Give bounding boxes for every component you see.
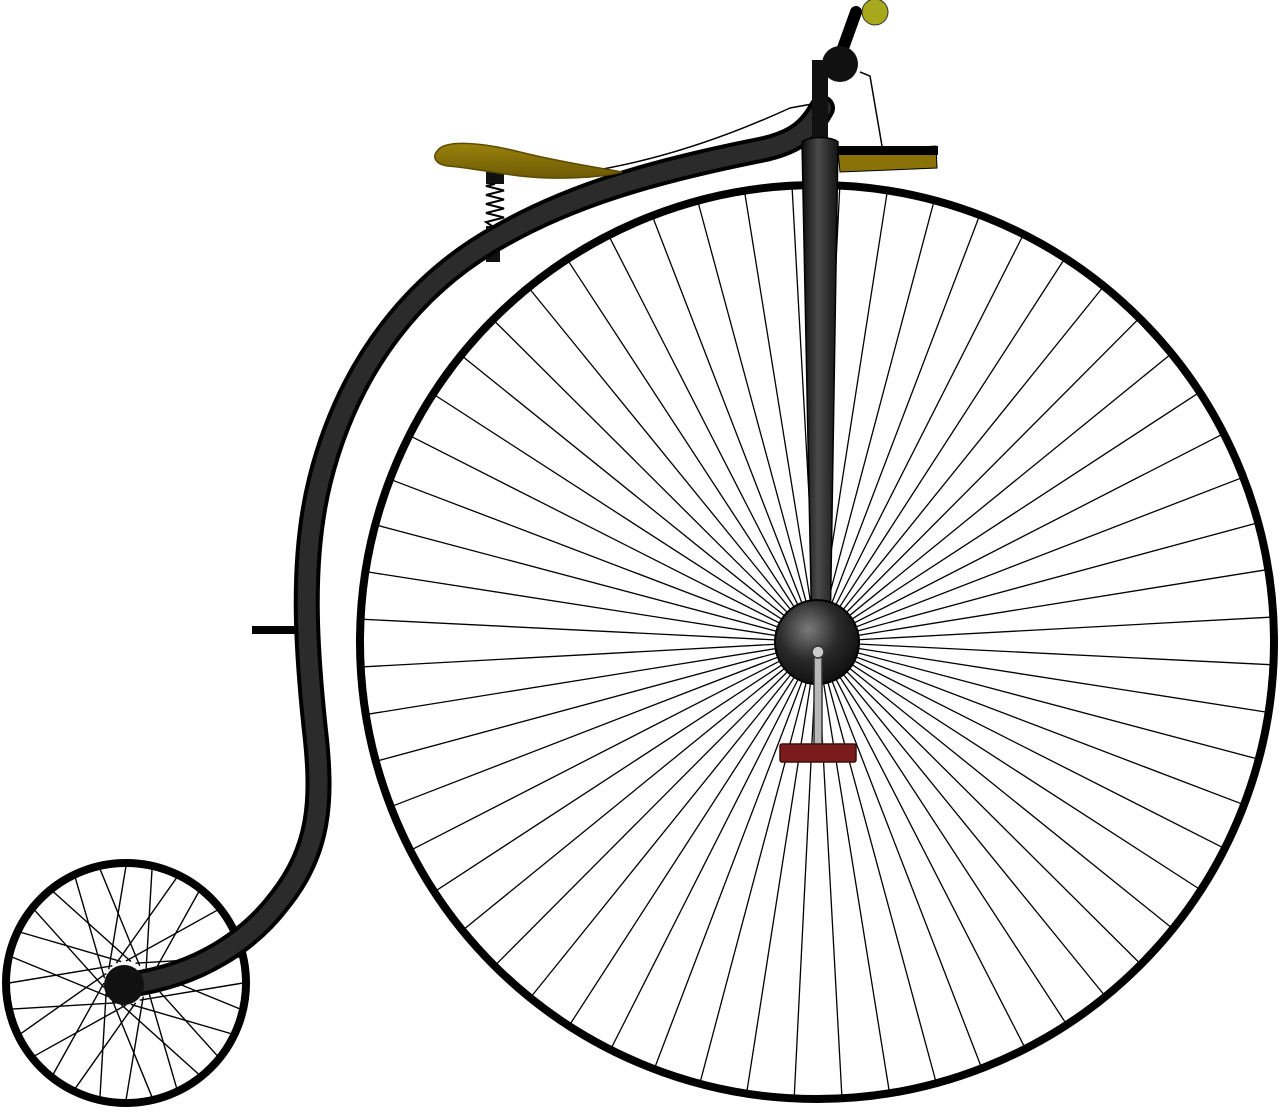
- front-spoke: [378, 649, 789, 762]
- front-spoke: [829, 236, 1023, 616]
- front-spoke: [744, 193, 813, 613]
- front-spoke: [531, 664, 799, 996]
- rear-wheel-rim: [2, 859, 250, 1107]
- rear-hub: [104, 965, 144, 1005]
- frame-backbone-fill: [119, 99, 831, 994]
- rear-spoke: [130, 1003, 232, 1035]
- brake-cable: [584, 103, 813, 173]
- front-spoke: [824, 670, 937, 1081]
- front-spoke: [837, 319, 1138, 622]
- rear-spoke: [34, 909, 106, 989]
- rear-spoke: [120, 1003, 200, 1075]
- front-spoke: [697, 203, 810, 614]
- brake-lever-cap: [838, 146, 938, 155]
- rear-spoke: [8, 965, 113, 984]
- front-spoke: [844, 477, 1241, 632]
- rear-spoke: [108, 865, 127, 970]
- front-spoke: [846, 616, 1271, 642]
- front-spoke: [839, 354, 1170, 624]
- front-spoke: [846, 642, 1271, 666]
- front-spoke: [494, 321, 797, 622]
- front-spoke: [363, 618, 788, 642]
- front-spoke: [827, 669, 982, 1066]
- rear-spoke: [20, 972, 107, 1035]
- front-spoke: [609, 237, 804, 616]
- handlebar-knob: [822, 46, 858, 82]
- front-spoke: [570, 666, 802, 1024]
- front-spoke: [843, 434, 1222, 629]
- front-spoke: [843, 654, 1223, 848]
- front-spoke: [652, 218, 807, 615]
- handle-grip: [861, 0, 889, 26]
- rear-spoke: [145, 868, 153, 974]
- front-spoke: [793, 671, 817, 1096]
- front-spoke: [835, 288, 1103, 620]
- rear-spoke: [99, 868, 141, 967]
- front-spoke: [392, 479, 790, 632]
- front-spoke: [820, 193, 888, 613]
- front-spoke: [378, 524, 789, 635]
- front-spoke: [746, 671, 814, 1091]
- rear-spoke: [139, 982, 244, 1001]
- front-spoke: [846, 569, 1266, 638]
- front-spoke: [463, 356, 795, 624]
- front-spoke: [368, 646, 788, 715]
- front-spoke: [435, 395, 793, 627]
- front-spoke: [845, 649, 1256, 760]
- front-spoke: [837, 662, 1140, 963]
- front-spoke: [824, 203, 935, 614]
- rear-spoke: [115, 877, 178, 964]
- front-spoke: [821, 671, 890, 1091]
- front-wheel-spokes: [363, 188, 1271, 1096]
- rear-spoke: [74, 1002, 137, 1089]
- front-spoke: [496, 662, 797, 965]
- front-spoke: [832, 260, 1064, 618]
- rear-spoke: [52, 891, 132, 963]
- rear-spoke: [99, 992, 107, 1098]
- rear-spoke: [52, 982, 105, 1075]
- front-spoke: [568, 261, 802, 618]
- front-spoke: [529, 289, 799, 620]
- rear-spoke: [20, 931, 122, 963]
- front-spoke: [464, 660, 795, 930]
- front-spoke: [611, 668, 805, 1048]
- front-spoke: [412, 655, 791, 850]
- pedal: [779, 743, 857, 763]
- rear-spoke: [11, 956, 110, 998]
- front-spoke: [841, 393, 1198, 627]
- crank-arm: [813, 649, 823, 755]
- head-tube: [812, 60, 828, 140]
- rear-spoke: [146, 987, 178, 1089]
- front-spoke: [368, 571, 788, 639]
- front-spoke: [699, 670, 810, 1081]
- rear-spoke: [111, 999, 153, 1098]
- front-spoke: [363, 642, 788, 668]
- front-spoke: [835, 664, 1105, 995]
- rear-spoke: [125, 909, 218, 962]
- front-spoke: [839, 660, 1171, 928]
- crank-pivot: [811, 645, 825, 659]
- front-spoke: [827, 217, 980, 615]
- front-spoke: [830, 668, 1025, 1047]
- front-spoke: [845, 522, 1256, 635]
- front-spoke: [393, 652, 790, 807]
- front-spoke: [436, 657, 793, 891]
- rear-spoke: [34, 1004, 127, 1057]
- rear-spoke: [11, 1002, 117, 1010]
- brake-cable-upper: [859, 71, 883, 147]
- frame-backbone: [115, 95, 835, 998]
- front-spoke: [846, 645, 1266, 713]
- saddle: [434, 142, 623, 179]
- rear-spoke: [125, 996, 144, 1101]
- front-spoke: [654, 669, 807, 1067]
- front-spoke: [832, 666, 1066, 1023]
- front-spoke: [841, 657, 1199, 889]
- front-spoke: [844, 652, 1242, 805]
- rear-spoke: [74, 877, 106, 979]
- front-fork: [801, 136, 839, 641]
- front-spoke: [411, 436, 791, 630]
